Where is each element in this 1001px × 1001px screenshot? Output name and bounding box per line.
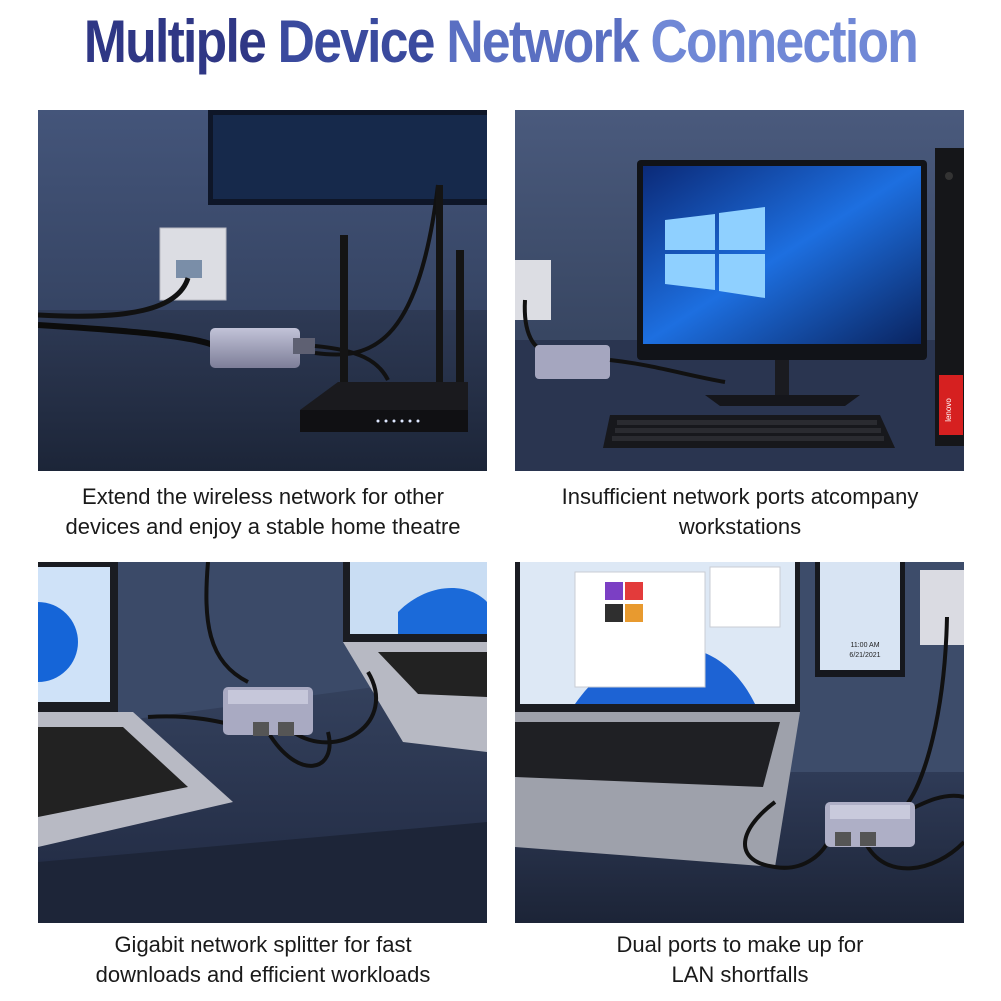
ethernet-cable [38,277,191,319]
title-word-connection: Connection [650,8,919,75]
caption-line: Extend the wireless network for other [82,484,444,509]
pc-brand-logo: lenovo [944,398,953,422]
network-splitter [535,345,610,379]
wall-socket [920,570,964,645]
laptops-scene-illustration [38,562,487,923]
wall-socket [515,260,551,320]
title-word-network: Network [446,8,639,75]
power-button [945,172,953,180]
monitor-date: 6/21/2021 [849,652,880,659]
router-scene-illustration [38,110,487,471]
caption-line: downloads and efficient workloads [95,962,431,987]
panel-laptops-scene [38,562,487,923]
windows-logo [665,207,765,298]
ethernet-cable [903,616,949,809]
caption-line: workstations [678,514,802,539]
panel-laptop-monitor-scene: 11:00 AM 6/21/2021 [515,562,964,923]
caption-desktop: Insufficient network ports atcompany wor… [505,482,975,542]
caption-line: Insufficient network ports atcompany [561,484,919,509]
panel-router-scene [38,110,487,471]
caption-line: Dual ports to make up for [616,932,864,957]
caption-laptops: Gigabit network splitter for fast downlo… [28,930,498,990]
title-word-device: Device [277,8,436,75]
network-splitter [210,328,300,368]
title-word-multiple: Multiple [83,8,267,75]
monitor-stand [705,395,860,406]
router-antenna [340,235,348,395]
caption-router: Extend the wireless network for other de… [28,482,498,542]
panel-desktop-scene: lenovo [515,110,964,471]
caption-line: devices and enjoy a stable home theatre [65,514,461,539]
caption-line: Gigabit network splitter for fast [114,932,412,957]
caption-laptop-monitor: Dual ports to make up for LAN shortfalls [505,930,975,990]
page-title: Multiple Device Network Connection [70,6,931,78]
caption-line: LAN shortfalls [671,962,809,987]
wall-socket [159,227,227,301]
ethernet-cable [204,562,249,684]
monitor-time: 11:00 AM [850,642,879,649]
laptop-monitor-scene-illustration: 11:00 AM 6/21/2021 [515,562,964,923]
desktop-scene-illustration: lenovo [515,110,964,471]
